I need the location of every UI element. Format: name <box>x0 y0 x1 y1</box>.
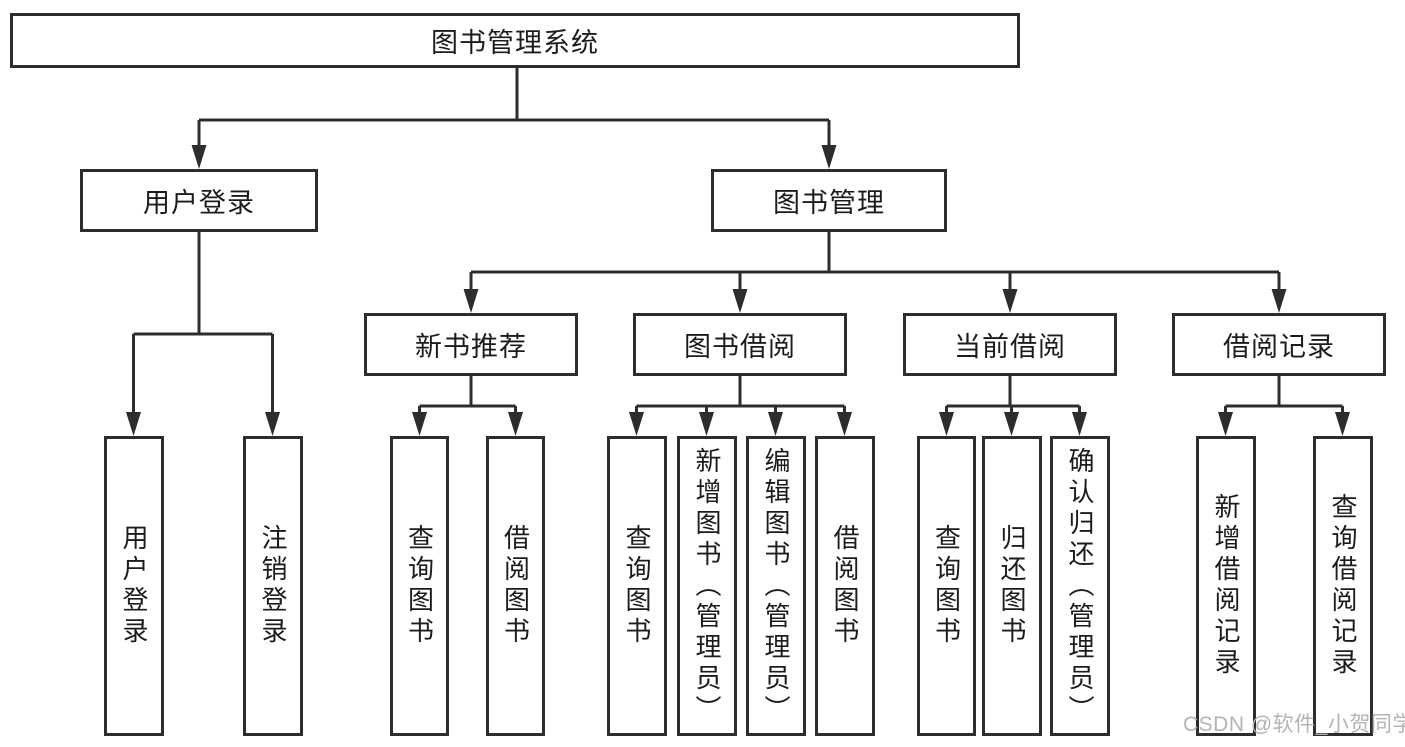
node-book-borrow: 图书借阅 <box>633 313 847 376</box>
node-current-borrow: 当前借阅 <box>903 313 1117 376</box>
node-leaf-bb-query-books: 查询图书 <box>607 436 667 736</box>
node-leaf-bb-add-books-admin: 新增图书（管理员） <box>677 436 737 736</box>
node-leaf-br-query-record: 查询借阅记录 <box>1313 436 1373 736</box>
node-leaf-rec-query-books: 查询图书 <box>390 436 449 736</box>
node-borrow-records: 借阅记录 <box>1172 313 1386 376</box>
node-leaf-bb-borrow-books: 借阅图书 <box>815 436 875 736</box>
node-user-login: 用户登录 <box>80 169 318 232</box>
node-root-system: 图书管理系统 <box>10 13 1020 68</box>
node-leaf-bb-edit-books-admin: 编辑图书（管理员） <box>746 436 806 736</box>
node-leaf-user-login: 用户登录 <box>104 436 164 736</box>
node-leaf-cb-confirm-return-admin: 确认归还（管理员） <box>1050 436 1110 736</box>
arrowheads <box>126 145 1350 436</box>
node-leaf-cb-query-books: 查询图书 <box>917 436 976 736</box>
csdn-watermark: CSDN @软件_小贺同学 <box>1183 713 1405 736</box>
node-leaf-logout: 注销登录 <box>243 436 303 736</box>
node-leaf-cb-return-books: 归还图书 <box>982 436 1042 736</box>
node-leaf-rec-borrow-books: 借阅图书 <box>486 436 545 736</box>
node-new-book-recommend: 新书推荐 <box>364 313 578 376</box>
node-leaf-br-add-record: 新增借阅记录 <box>1196 436 1256 736</box>
node-book-management: 图书管理 <box>711 169 947 232</box>
